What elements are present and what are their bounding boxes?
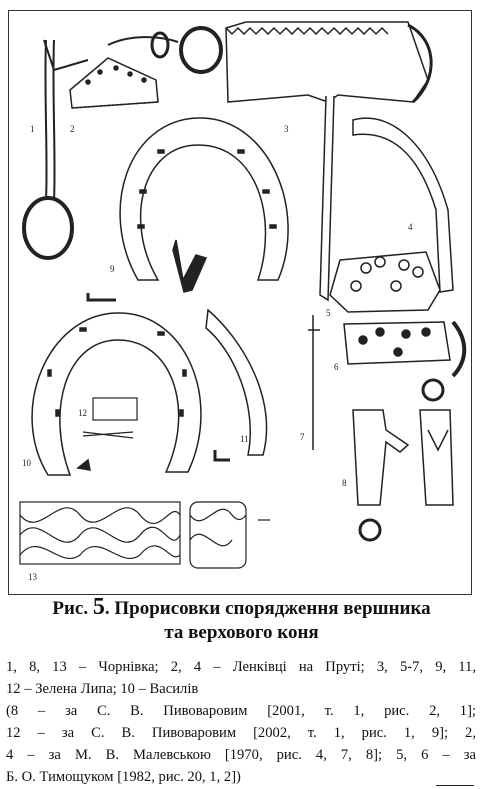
- artifact-9-horseshoe: [86, 117, 289, 302]
- figure-caption-title-line2: та верхового коня: [164, 622, 319, 643]
- caption-line: 12 – за С. В. Пивоваровим [2002, т. 1, р…: [6, 725, 476, 741]
- caption-line: Б. О. Тимощуком [1982, рис. 20, 1, 2]): [6, 769, 241, 785]
- label-6: 6: [334, 362, 339, 372]
- artifact-8-handles: [352, 409, 454, 542]
- artifact-1-bit: [22, 26, 223, 260]
- caption-line: (8 – за С. В. Пивоваровим [2001, т. 1, р…: [6, 703, 476, 719]
- label-2: 2: [70, 124, 75, 134]
- caption-line: 4 – за М. В. Малевською [1970, рис. 4, 7…: [6, 747, 476, 763]
- label-3: 3: [284, 124, 289, 134]
- artifact-13-braid: [19, 501, 270, 569]
- label-4: 4: [408, 222, 413, 232]
- label-8: 8: [342, 478, 347, 488]
- artifact-4-curved-plate: [352, 117, 454, 293]
- artifact-3-cheekpiece: [225, 21, 433, 302]
- artifact-12-buckle: [82, 397, 138, 439]
- caption-line: 12 – Зелена Липа; 10 – Василів: [6, 681, 199, 697]
- label-10: 10: [22, 458, 32, 468]
- figure-caption-body: 1, 8, 13 – Чорнівка; 2, 4 – Ленківці на …: [6, 656, 476, 788]
- label-7: 7: [300, 432, 305, 442]
- label-12: 12: [78, 408, 87, 418]
- label-13: 13: [28, 572, 38, 582]
- artifact-6-pierced-plate: [343, 320, 467, 402]
- artifact-10-horseshoe: [31, 312, 202, 476]
- artifact-11-band: [205, 308, 268, 462]
- figure-caption-title: Рис. 5. Прорисовки спорядження вершника: [0, 594, 483, 620]
- caption-line: 1, 8, 13 – Чорнівка; 2, 4 – Ленківці на …: [6, 659, 476, 675]
- artifact-2-comb: [69, 57, 159, 109]
- caption-title-text: . Прорисовки спорядження вершника: [104, 598, 431, 619]
- label-9: 9: [110, 264, 115, 274]
- artifact-7-rivet: [308, 315, 320, 450]
- artifact-drawing-plate: 1 2 3 4 5 6 7 8 9 10 11 12 13: [8, 10, 472, 595]
- label-5: 5: [326, 308, 331, 318]
- artifact-5-perforated-plate: [329, 251, 441, 313]
- page-corner-rule: [436, 785, 474, 786]
- caption-number: 5: [92, 594, 105, 620]
- label-11: 11: [240, 434, 249, 444]
- caption-prefix: Рис.: [52, 598, 89, 619]
- label-1: 1: [30, 124, 35, 134]
